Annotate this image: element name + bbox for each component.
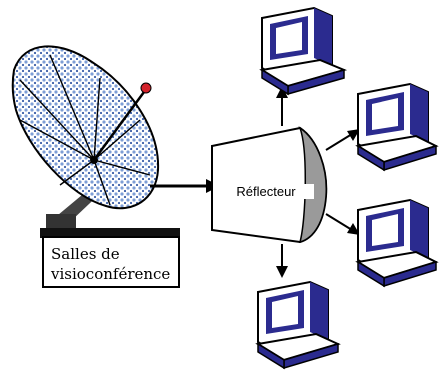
studio-label-line1: Salles de xyxy=(51,245,120,263)
reflector-label: Réflecteur xyxy=(218,184,314,199)
computer-icon xyxy=(355,82,439,172)
arrow-dish-to-reflector xyxy=(150,179,220,193)
computer-icon xyxy=(255,280,341,370)
videoconference-rooms-label: Salles de visioconférence xyxy=(42,236,180,288)
computer-icon xyxy=(259,6,348,96)
computer-icon xyxy=(355,198,439,288)
satellite-dish-icon xyxy=(11,45,180,238)
studio-label-line2: visioconférence xyxy=(51,265,171,283)
arrows-to-computers xyxy=(276,86,360,278)
